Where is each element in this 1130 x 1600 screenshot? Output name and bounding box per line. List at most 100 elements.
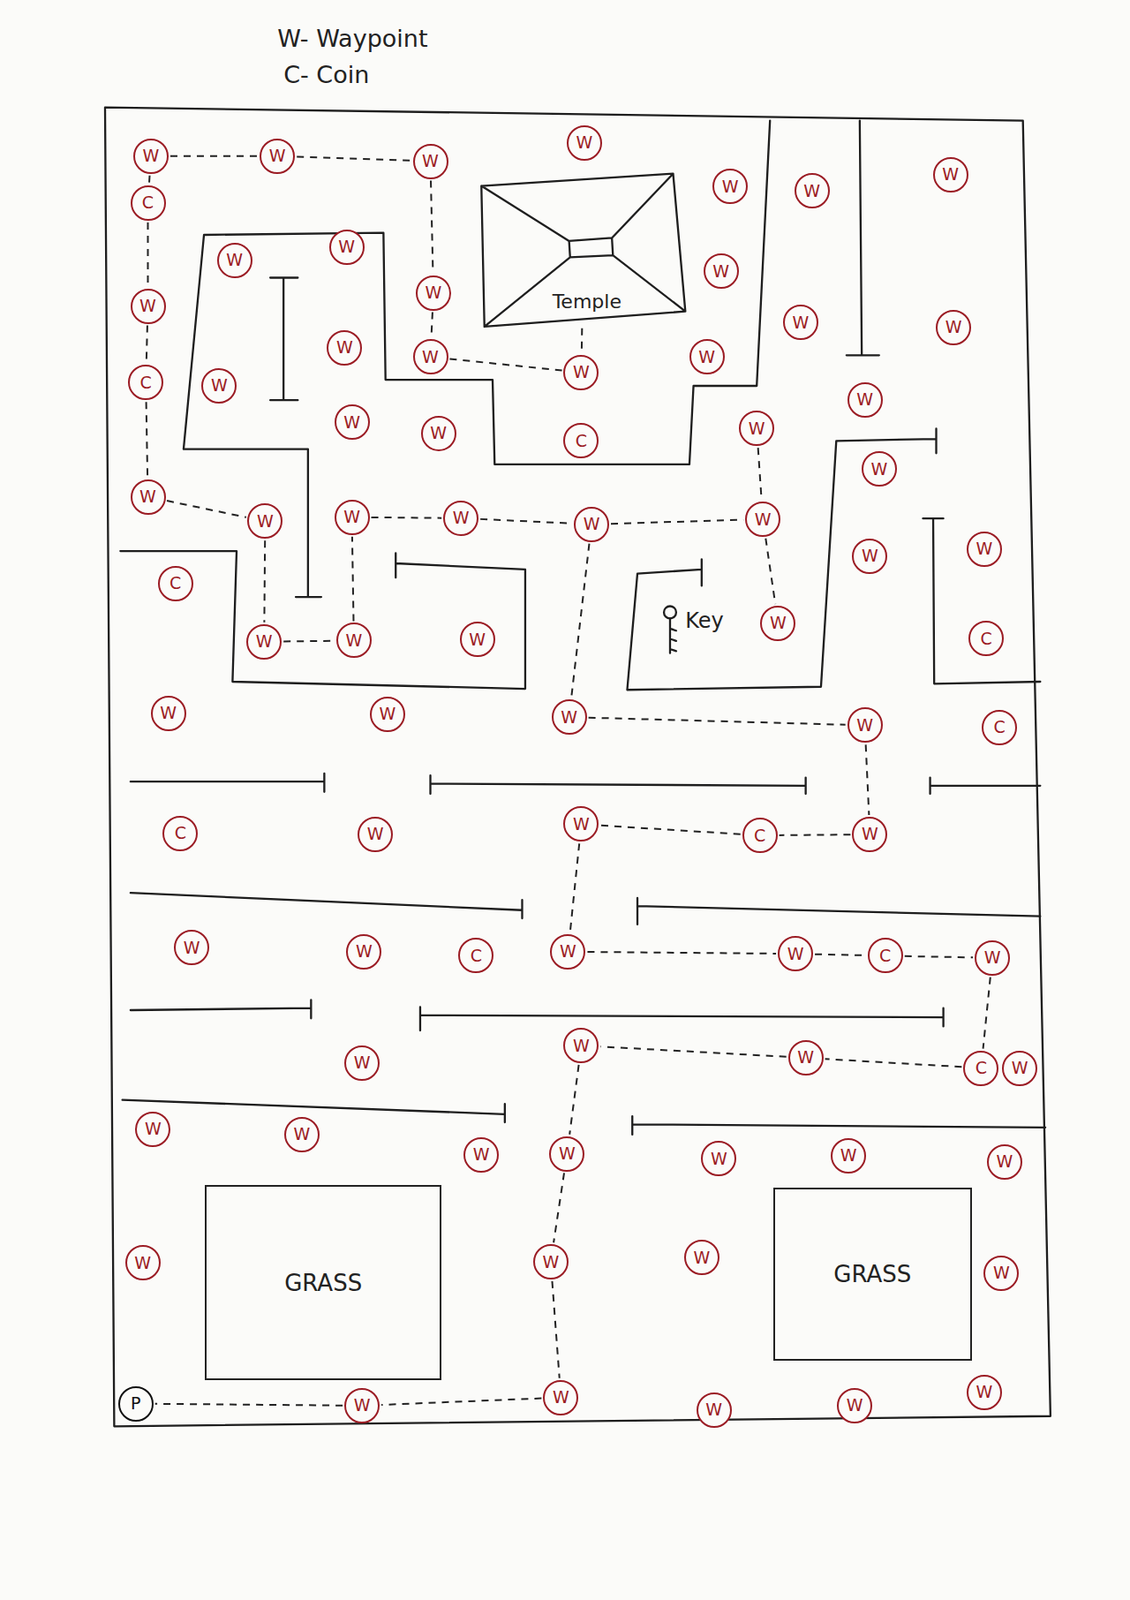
node-text: C: [975, 1059, 987, 1077]
map-marker: W: [738, 410, 775, 446]
path-connector: [381, 1398, 542, 1405]
node-text: W: [343, 508, 361, 526]
node-text: W: [710, 1150, 728, 1168]
map-marker: W: [421, 415, 457, 452]
node-text: W: [429, 424, 447, 442]
node-text: W: [984, 949, 1002, 966]
map-marker: C: [162, 815, 198, 852]
node-text: W: [993, 1264, 1010, 1281]
node-text: W: [1011, 1059, 1029, 1077]
map-marker: W: [745, 501, 781, 537]
node-text: GRASS: [284, 1269, 362, 1296]
node-text: W: [803, 182, 821, 200]
grass-area: GRASS: [204, 1184, 442, 1380]
node-text: W: [856, 391, 874, 408]
node-text: W: [712, 263, 730, 280]
node-text: W: [975, 540, 993, 558]
node-text: W: [269, 147, 287, 165]
node-text: W: [754, 511, 772, 528]
node-text: W: [452, 509, 470, 527]
map-marker: W: [851, 538, 888, 574]
node-text: W: [861, 547, 879, 565]
map-marker: W: [459, 621, 496, 657]
node-text: W: [572, 1037, 590, 1055]
node-text: C: [470, 947, 483, 965]
map-marker: W: [415, 275, 452, 311]
map-marker: W: [413, 339, 449, 375]
key-icon: [663, 606, 677, 619]
node-text: W: [975, 1383, 993, 1401]
node-text: W: [256, 632, 273, 650]
map-marker: C: [963, 1050, 999, 1086]
maze-wall: [122, 1099, 1046, 1135]
node-text: W: [226, 251, 243, 269]
map-marker: W: [684, 1239, 720, 1275]
node-text: W: [748, 420, 766, 437]
map-marker: W: [259, 138, 295, 174]
map-marker: W: [135, 1111, 171, 1147]
map-label: Key: [685, 608, 724, 633]
node-text: C: [753, 827, 766, 844]
node-text: W: [343, 414, 361, 431]
path-connector: [146, 401, 149, 477]
path-connector: [166, 500, 247, 518]
node-text: W: [693, 1249, 710, 1266]
node-text: W: [583, 515, 601, 533]
map-marker: W: [712, 168, 748, 204]
map-marker: W: [247, 503, 283, 539]
node-text: W: [139, 488, 157, 505]
path-connector: [296, 156, 411, 160]
node-text: C: [174, 824, 187, 842]
map-marker: W: [777, 935, 814, 972]
path-connector: [430, 180, 433, 274]
path-connector: [449, 359, 562, 371]
node-text: P: [130, 1394, 141, 1412]
node-text: W: [159, 704, 177, 722]
maze-wall: [130, 999, 944, 1031]
map-marker: C: [968, 620, 1004, 656]
node-text: W: [846, 1396, 864, 1414]
map-marker: C: [130, 185, 166, 221]
map-marker: W: [346, 934, 382, 970]
path-connector: [571, 543, 589, 699]
node-text: W: [425, 284, 443, 302]
map-marker: W: [788, 1039, 824, 1076]
node-text: W: [552, 1388, 570, 1406]
path-connector: [983, 977, 991, 1049]
node-text: W: [840, 1146, 858, 1164]
node-text: GRASS: [833, 1260, 912, 1288]
map-marker: W: [700, 1140, 737, 1176]
player-marker: P: [118, 1386, 154, 1422]
maze-wall: [120, 550, 526, 689]
path-connector: [758, 447, 762, 500]
node-text: W: [542, 1253, 559, 1271]
node-text: W: [995, 1152, 1013, 1170]
path-connector: [147, 222, 150, 287]
map-marker: W: [549, 934, 586, 970]
map-marker: W: [133, 138, 169, 174]
map-marker: W: [413, 143, 449, 180]
node-text: W: [769, 614, 787, 632]
map-marker: W: [173, 929, 210, 965]
node-text: W: [293, 1125, 311, 1143]
node-text: W: [336, 339, 354, 356]
map-marker: W: [150, 695, 187, 731]
key-icon: [670, 617, 677, 653]
path-connector: [155, 1403, 343, 1406]
map-marker: W: [336, 622, 372, 658]
map-marker: W: [130, 479, 166, 515]
node-text: W: [698, 348, 716, 366]
node-text: Temple: [549, 290, 625, 313]
node-text: W: [338, 238, 355, 256]
map-marker: W: [573, 506, 610, 543]
node-text: W: [559, 942, 577, 960]
node-text: W: [861, 825, 879, 843]
map-marker: W: [836, 1387, 873, 1424]
node-text: W: [945, 318, 963, 336]
temple-area: Temple: [481, 175, 686, 327]
node-text: W: [379, 705, 397, 723]
map-marker: W: [760, 605, 796, 641]
map-marker: W: [696, 1392, 732, 1428]
maze-wall: [846, 120, 880, 356]
map-marker: W: [966, 531, 1002, 567]
